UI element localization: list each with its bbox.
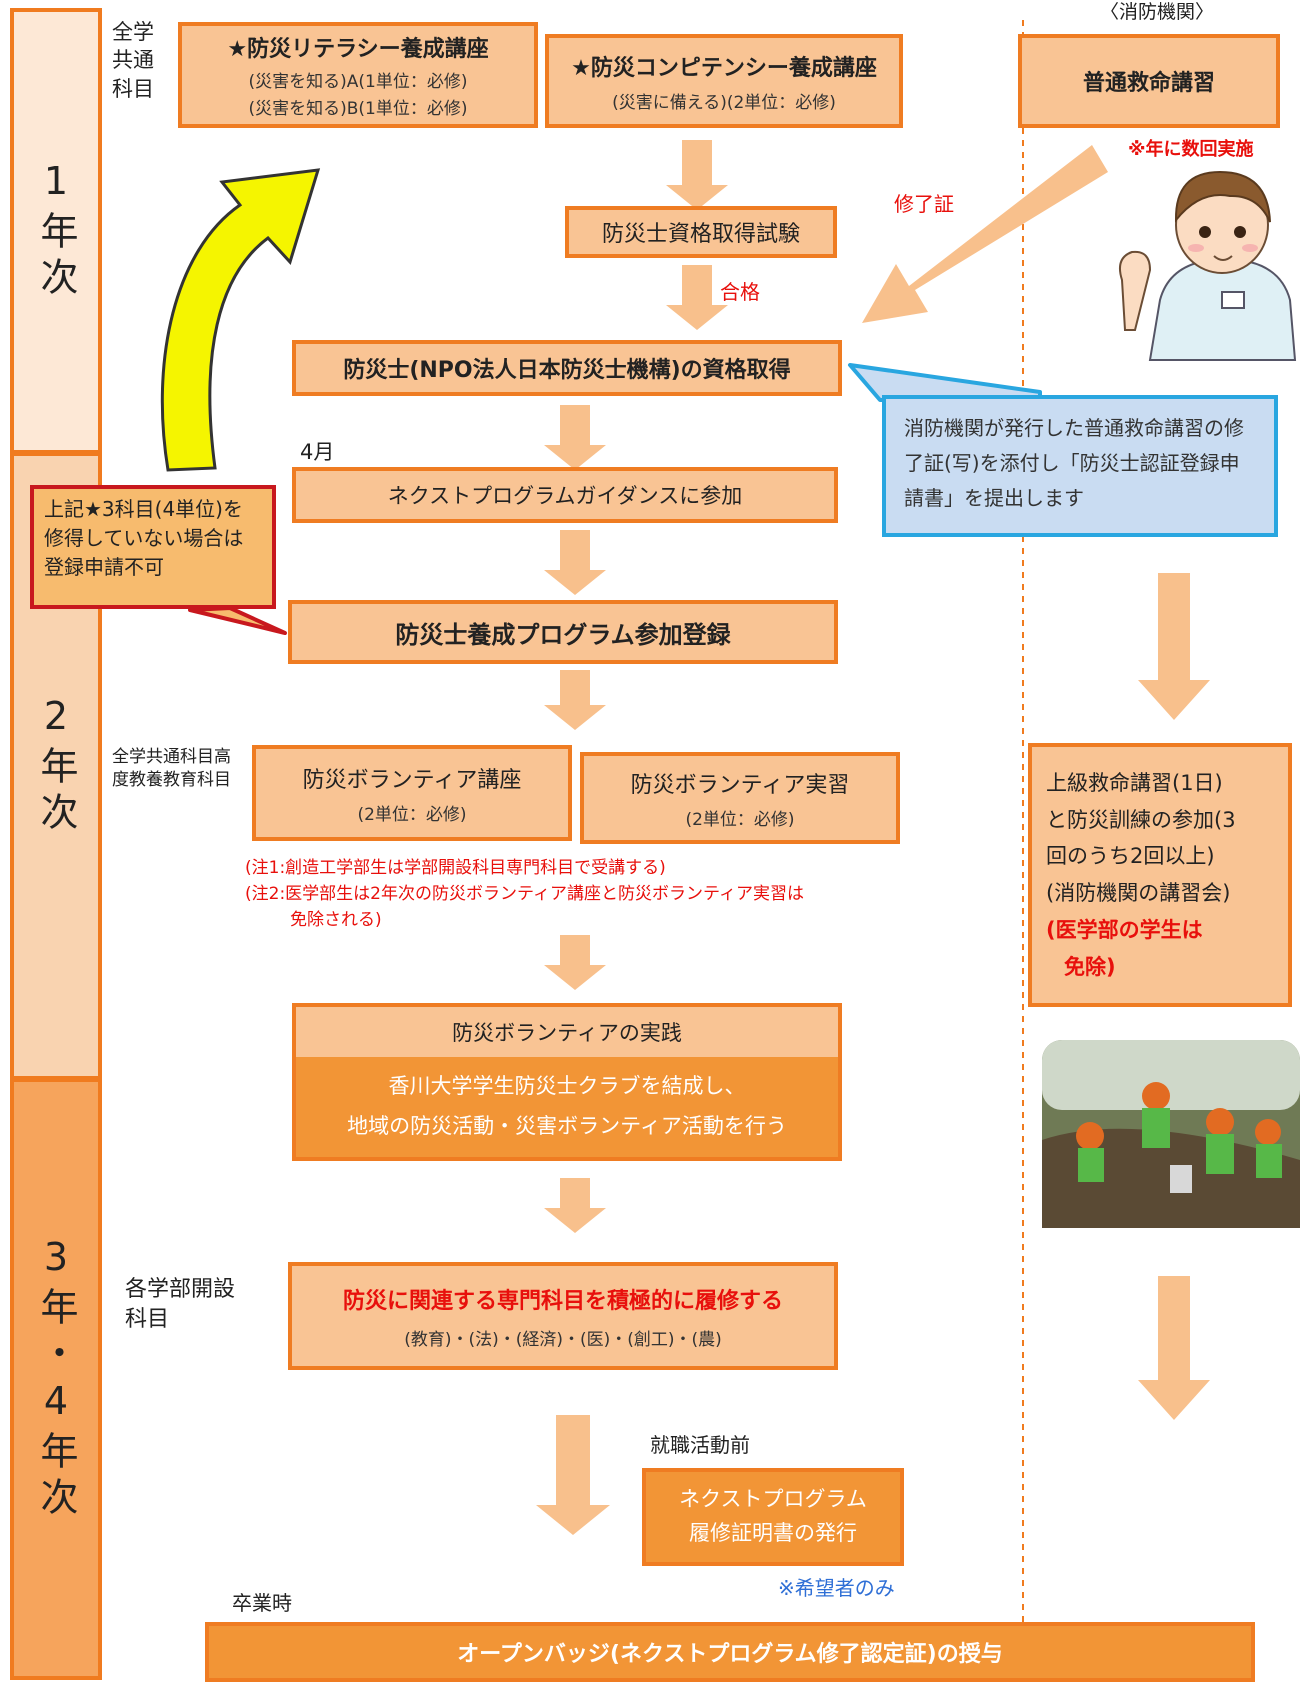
specialized-sub: (教育)・(法)・(経済)・(医)・(創工)・(農)	[404, 1329, 722, 1350]
blue-callout: 消防機関が発行した普通救命講習の修了証(写)を添付し「防災士認証登録申請書」を提…	[882, 395, 1278, 537]
before-job-label: 就職活動前	[650, 1433, 750, 1457]
advanced-red2: 免除)	[1064, 954, 1116, 979]
practice-head-box: 防災ボランティアの実践	[292, 1003, 842, 1059]
year-column-34: 3年・4年次	[10, 1078, 102, 1680]
year-label-1: 1年次	[34, 159, 78, 303]
month-label: 4月	[300, 440, 335, 464]
pass-note: 合格	[720, 280, 760, 304]
advanced-first-aid-box: 上級救命講習(1日) と防災訓練の参加(3 回のうち2回以上) (消防機関の講習…	[1028, 743, 1292, 1007]
guidance-box: ネクストプログラムガイダンスに参加	[292, 467, 838, 523]
specialized-title: 防災に関連する専門科目を積極的に履修する	[342, 1288, 783, 1314]
faculty-subjects-label: 各学部開設科目	[125, 1277, 236, 1332]
advanced-line3: 回のうち2回以上)	[1046, 844, 1215, 869]
volunteer-lecture-box: 防災ボランティア講座 (2単位：必修)	[252, 745, 572, 841]
completion-cert-note: 修了証	[894, 192, 954, 216]
common-subjects-label: 全学共通科目	[112, 20, 154, 101]
first-aid-text: 普通救命講習	[1082, 71, 1215, 96]
certificate-line1: ネクストプログラム	[679, 1487, 867, 1512]
yellow-curved-arrow	[160, 168, 321, 472]
volunteer-photo	[1042, 1040, 1300, 1228]
down-arrow-3	[544, 405, 606, 470]
practice-body-box: 香川大学学生防災士クラブを結成し、 地域の防災活動・災害ボランティア活動を行う	[292, 1057, 842, 1161]
competency-course-box: ★防災コンピテンシー養成講座 (災害に備える)(2単位：必修)	[545, 34, 903, 128]
down-arrow-right-2	[1138, 1276, 1210, 1420]
volunteer-lecture-sub: (2単位：必修)	[357, 804, 467, 825]
practice-body-line1: 香川大学学生防災士クラブを結成し、	[388, 1074, 746, 1099]
year-label-2: 2年次	[34, 694, 78, 838]
practice-body-line2: 地域の防災活動・災害ボランティア活動を行う	[347, 1114, 787, 1138]
down-arrow-right-1	[1138, 573, 1210, 720]
registration-text: 防災士養成プログラム参加登録	[395, 620, 731, 649]
nurse-illustration	[1119, 170, 1297, 361]
down-arrow-2	[666, 265, 728, 330]
diagonal-arrow	[862, 145, 1108, 323]
exam-text: 防災士資格取得試験	[601, 222, 800, 247]
advanced-red1: (医学部の学生は	[1046, 917, 1203, 942]
graduation-label: 卒業時	[232, 1591, 292, 1615]
qualification-text: 防災士(NPO法人日本防災士機構)の資格取得	[343, 358, 791, 383]
grade2-subjects-label: 全学共通科目高度教養教育科目	[112, 747, 231, 790]
certificate-box: ネクストプログラム 履修証明書の発行	[642, 1468, 904, 1566]
note-1: (注1:創造工学部生は学部開設科目専門科目で受講する)	[245, 858, 666, 878]
literacy-line2: (災害を知る)B(1単位：必修)	[248, 99, 468, 119]
specialized-subjects-box: 防災に関連する専門科目を積極的に履修する (教育)・(法)・(経済)・(医)・(…	[288, 1262, 838, 1370]
open-badge-box: オープンバッジ(ネクストプログラム修了認定証)の授与	[205, 1622, 1255, 1682]
several-times-note: ※年に数回実施	[1128, 139, 1254, 160]
registration-box: 防災士養成プログラム参加登録	[288, 600, 838, 664]
down-arrow-8	[536, 1415, 610, 1535]
note-2b: 免除される)	[290, 910, 382, 930]
down-arrow-5	[544, 670, 606, 730]
exam-box: 防災士資格取得試験	[565, 206, 837, 258]
literacy-title: ★防災リテラシー養成講座	[227, 37, 489, 62]
year-column-1: 1年次	[10, 8, 102, 454]
volunteer-practice-title: 防災ボランティア実習	[630, 772, 850, 798]
down-arrow-7	[544, 1178, 606, 1233]
literacy-course-box: ★防災リテラシー養成講座 (災害を知る)A(1単位：必修) (災害を知る)B(1…	[178, 22, 538, 128]
literacy-line1: (災害を知る)A(1単位：必修)	[248, 72, 468, 92]
advanced-line4: (消防機関の講習会)	[1046, 881, 1231, 905]
volunteer-lecture-title: 防災ボランティア講座	[302, 767, 522, 793]
volunteer-practice-box: 防災ボランティア実習 (2単位：必修)	[580, 752, 900, 844]
guidance-text: ネクストプログラムガイダンスに参加	[387, 484, 743, 508]
red-callout-pointer	[188, 606, 287, 635]
red-callout: 上記★3科目(4単位)を修得していない場合は登録申請不可	[30, 485, 276, 609]
advanced-line2: と防災訓練の参加(3	[1046, 807, 1236, 832]
competency-title: ★防災コンピテンシー養成講座	[571, 55, 877, 81]
applicants-only-note: ※希望者のみ	[778, 1576, 895, 1600]
competency-line1: (災害に備える)(2単位：必修)	[612, 92, 836, 113]
down-arrow-4	[544, 530, 606, 595]
advanced-line1: 上級救命講習(1日)	[1046, 770, 1223, 795]
first-aid-box: 普通救命講習	[1018, 34, 1280, 128]
down-arrow-6	[544, 935, 606, 990]
qualification-box: 防災士(NPO法人日本防災士機構)の資格取得	[292, 340, 842, 396]
practice-head-text: 防災ボランティアの実践	[452, 1021, 682, 1045]
year-label-34: 3年・4年次	[34, 1235, 78, 1523]
volunteer-practice-sub: (2単位：必修)	[685, 809, 795, 830]
certificate-line2: 履修証明書の発行	[689, 1521, 857, 1545]
down-arrow-1	[666, 140, 728, 210]
note-2a: (注2:医学部生は2年次の防災ボランティア講座と防災ボランティア実習は	[245, 884, 804, 904]
fire-org-label: 〈消防機関〉	[1100, 1, 1215, 23]
open-badge-text: オープンバッジ(ネクストプログラム修了認定証)の授与	[457, 1642, 1003, 1667]
